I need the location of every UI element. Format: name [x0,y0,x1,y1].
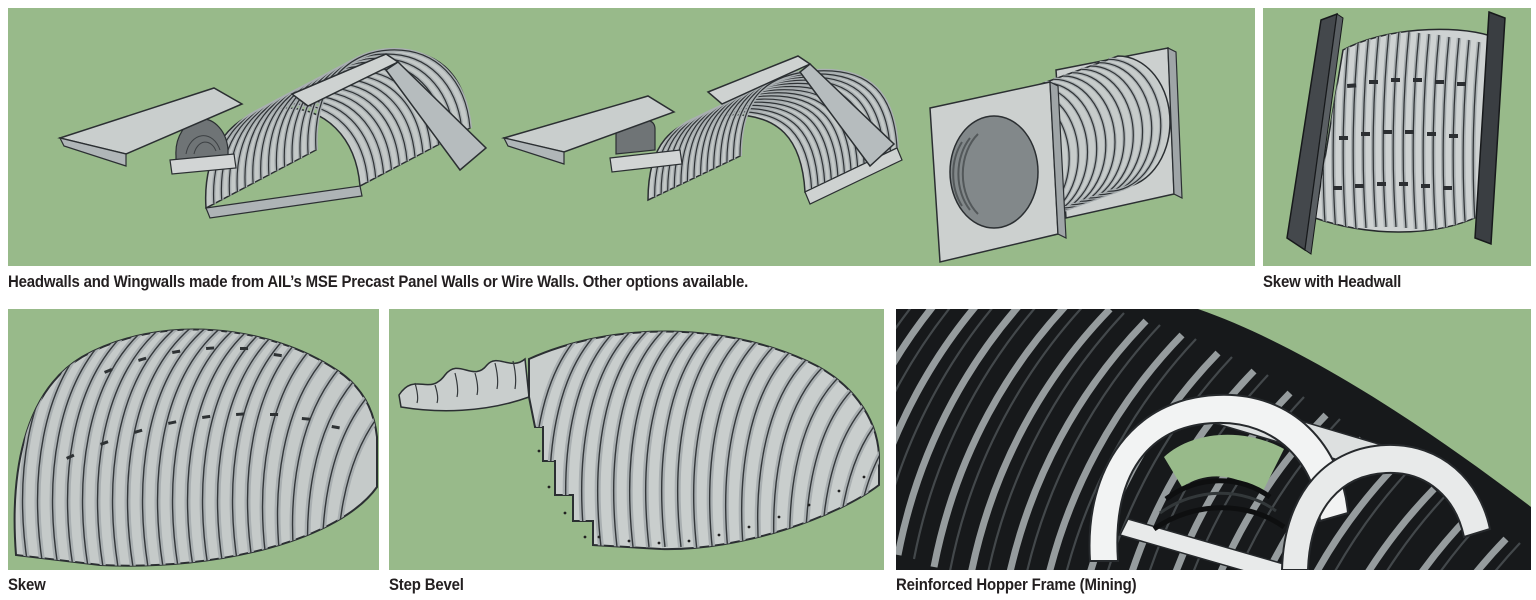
seam-marks [65,346,340,460]
box-culvert-structure [501,55,903,205]
caption-skew-with-headwall: Skew with Headwall [1263,272,1402,291]
skew-illustration [13,328,378,567]
arch-wingwalls-structure [57,47,488,219]
panel-hopper-frame [896,309,1531,570]
panel-skew [8,309,379,570]
headwalls-wingwalls-illustration [57,47,1183,263]
panel-step-bevel [389,309,884,570]
skew-with-headwall-illustration [1286,10,1506,255]
bolt-dots [537,449,866,545]
pipe-square-headwalls-structure [929,47,1183,263]
reinforcement-frame [1088,393,1492,570]
plate-seam-marks [1333,78,1466,190]
hopper-frame-illustration [896,309,1531,570]
step-bevel-illustration [398,330,880,551]
panel-headwalls-wingwalls [8,8,1255,266]
caption-skew: Skew [8,575,46,594]
caption-hopper: Reinforced Hopper Frame (Mining) [896,575,1137,594]
panel-skew-with-headwall [1263,8,1531,266]
caption-step-bevel: Step Bevel [389,575,464,594]
caption-headwalls: Headwalls and Wingwalls made from AIL’s … [8,272,749,291]
